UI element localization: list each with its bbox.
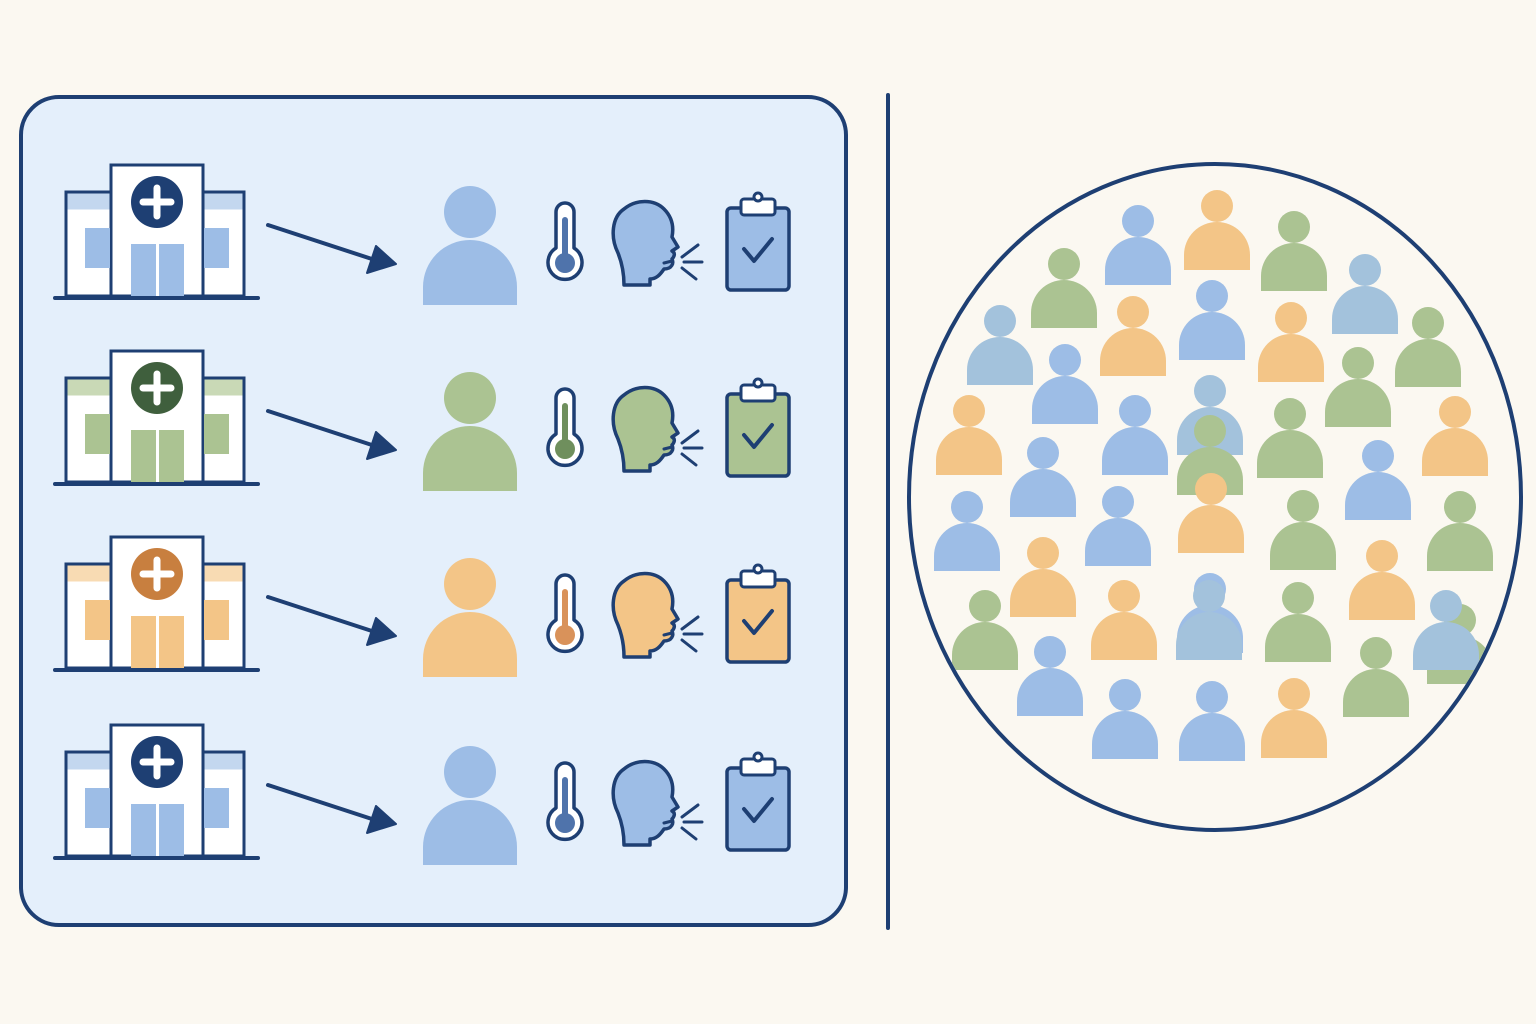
coughing-head-icon xyxy=(611,199,704,287)
population-people xyxy=(934,190,1493,761)
arrow-icon xyxy=(266,223,397,274)
person-icon xyxy=(1261,678,1327,758)
person-icon xyxy=(1265,582,1331,662)
person-icon xyxy=(1176,580,1242,660)
coughing-head-icon xyxy=(611,571,704,659)
person-icon xyxy=(1395,307,1461,387)
coughing-head-icon xyxy=(611,759,704,847)
person-icon xyxy=(1091,580,1157,660)
pipeline-row xyxy=(53,349,791,491)
person-icon xyxy=(1092,679,1158,759)
coughing-head-icon xyxy=(611,385,704,473)
person-icon xyxy=(1270,490,1336,570)
person-icon xyxy=(1325,347,1391,427)
person-icon xyxy=(1413,590,1479,670)
thermometer-icon xyxy=(546,201,584,282)
hospital-pipeline-rows xyxy=(53,163,791,865)
person-icon xyxy=(1032,344,1098,424)
person-icon xyxy=(1085,486,1151,566)
person-icon xyxy=(1105,205,1171,285)
patient-icon xyxy=(423,746,517,865)
person-icon xyxy=(1179,280,1245,360)
pipeline-row xyxy=(53,535,791,677)
patient-icon xyxy=(423,372,517,491)
hospital-icon xyxy=(53,723,260,860)
person-icon xyxy=(1427,491,1493,571)
hospital-icon xyxy=(53,349,260,486)
person-icon xyxy=(1102,395,1168,475)
pipeline-row xyxy=(53,723,791,865)
person-icon xyxy=(1017,636,1083,716)
thermometer-icon xyxy=(546,387,584,468)
person-icon xyxy=(936,395,1002,475)
person-icon xyxy=(1010,537,1076,617)
person-icon xyxy=(967,305,1033,385)
patient-icon xyxy=(423,186,517,305)
person-icon xyxy=(1031,248,1097,328)
clipboard-check-icon xyxy=(725,563,791,664)
person-icon xyxy=(1010,437,1076,517)
person-icon xyxy=(952,590,1018,670)
thermometer-icon xyxy=(546,573,584,654)
hospital-icon xyxy=(53,163,260,300)
clipboard-check-icon xyxy=(725,751,791,852)
arrow-icon xyxy=(266,409,397,460)
person-icon xyxy=(1184,190,1250,270)
person-icon xyxy=(1261,211,1327,291)
person-icon xyxy=(1177,415,1243,495)
person-icon xyxy=(1422,396,1488,476)
pipeline-row xyxy=(53,163,791,305)
person-icon xyxy=(1343,637,1409,717)
clipboard-check-icon xyxy=(725,377,791,478)
patient-icon xyxy=(423,558,517,677)
person-icon xyxy=(1178,473,1244,553)
arrow-icon xyxy=(266,595,397,646)
person-icon xyxy=(1332,254,1398,334)
person-icon xyxy=(1349,540,1415,620)
hospital-icon xyxy=(53,535,260,672)
person-icon xyxy=(1257,398,1323,478)
person-icon xyxy=(1100,296,1166,376)
person-icon xyxy=(934,491,1000,571)
clipboard-check-icon xyxy=(725,191,791,292)
thermometer-icon xyxy=(546,761,584,842)
person-icon xyxy=(1258,302,1324,382)
arrow-icon xyxy=(266,783,397,834)
person-icon xyxy=(1345,440,1411,520)
person-icon xyxy=(1179,681,1245,761)
hospital-sites-panel xyxy=(19,95,848,927)
